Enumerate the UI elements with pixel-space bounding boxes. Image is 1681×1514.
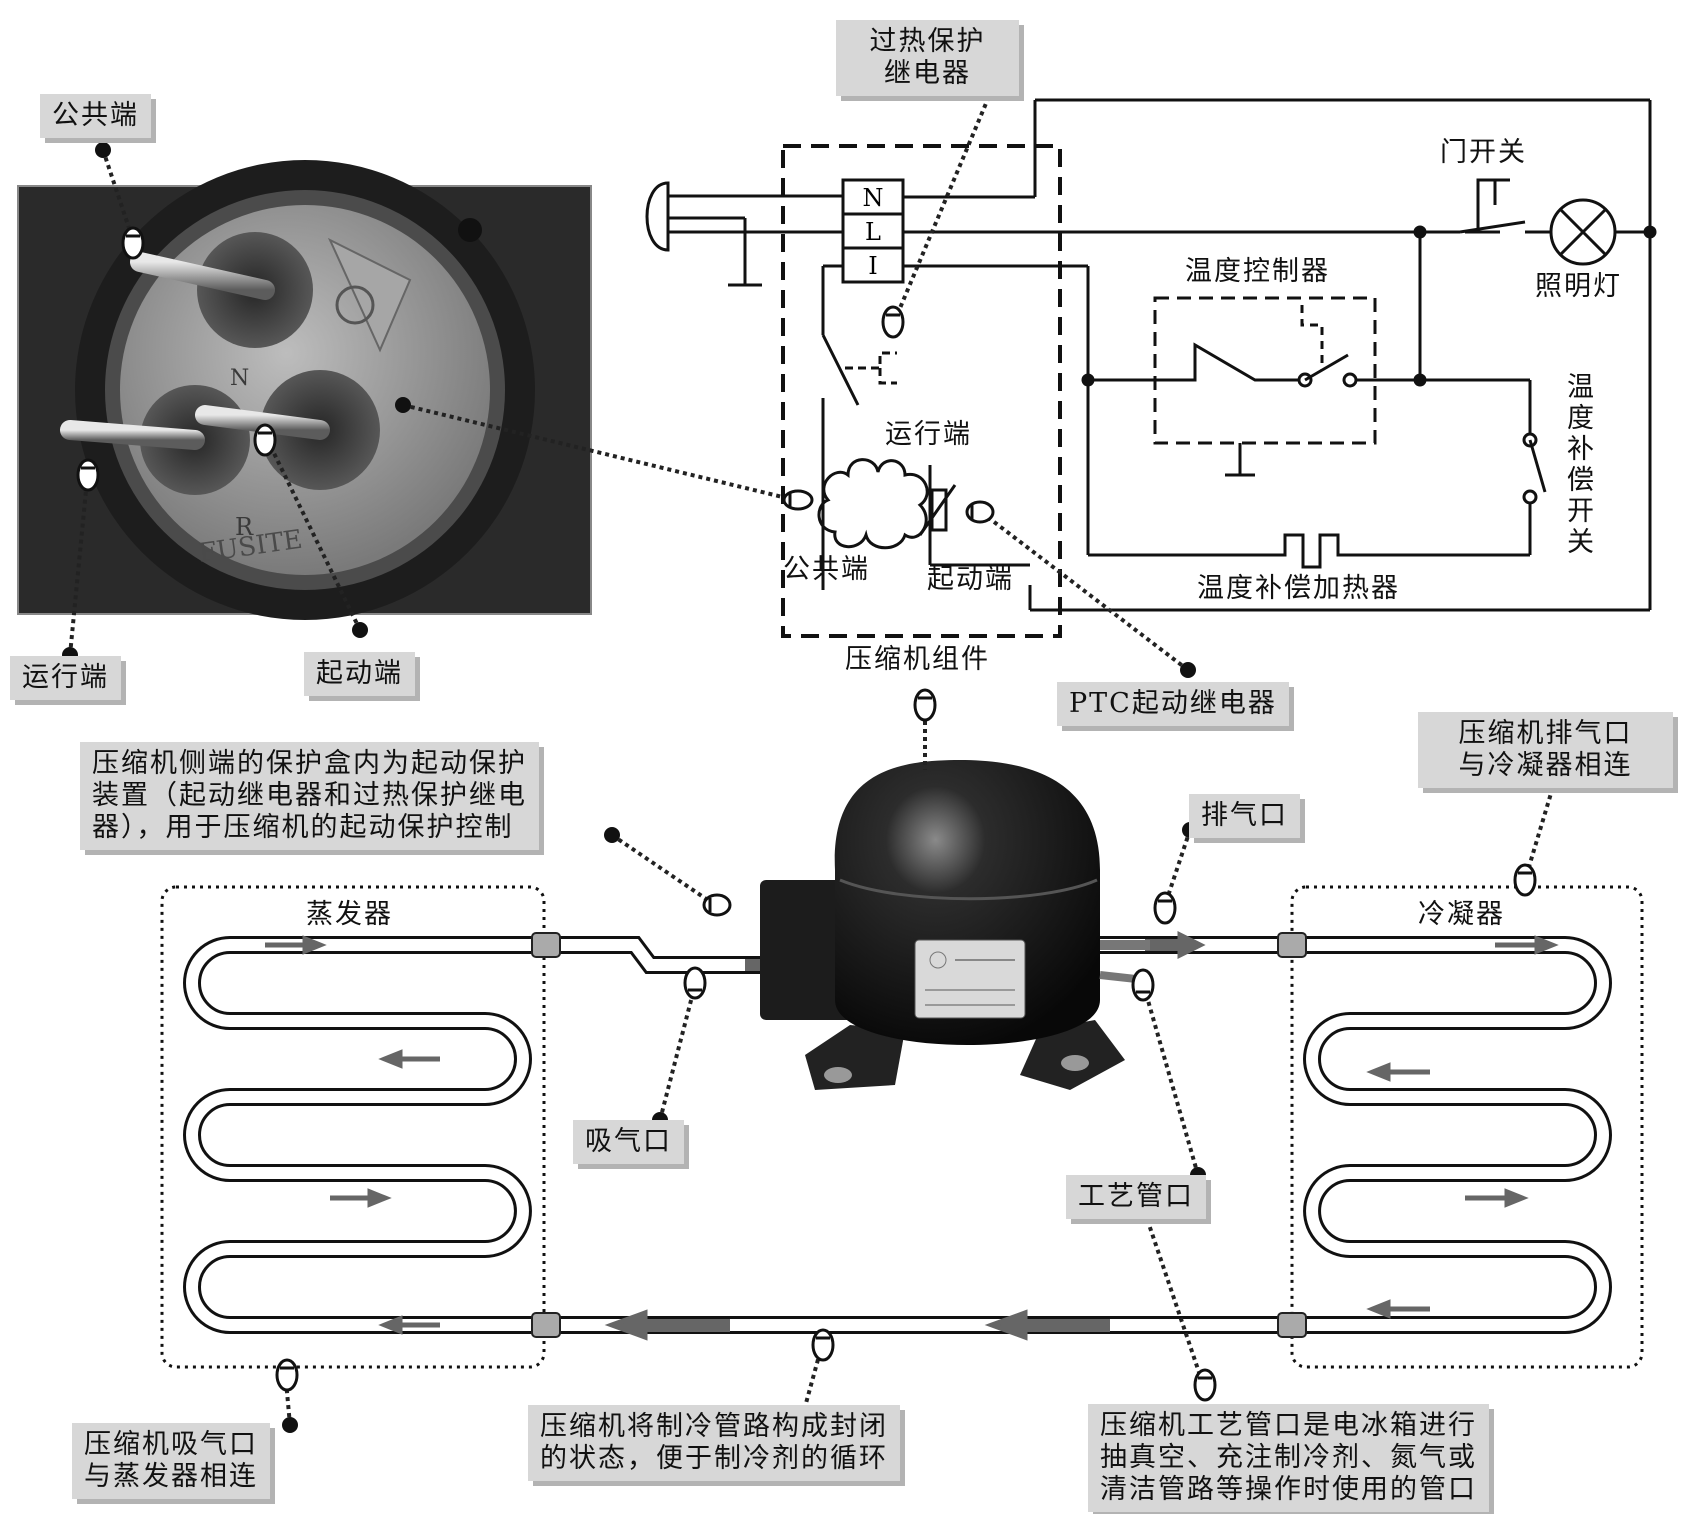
terminal-l-label: L	[865, 218, 881, 246]
heater-label: 温度补偿加热器	[1197, 573, 1400, 604]
hand-pointer-icon	[275, 1358, 299, 1392]
refrigeration-loop	[160, 885, 1644, 1369]
hand-pointer-icon	[1131, 968, 1155, 1002]
flow-arrows	[265, 930, 1559, 1341]
terminal-i-label: I	[868, 252, 877, 280]
condenser-coil	[1281, 936, 1612, 1334]
thermostat-label: 温度控制器	[1185, 256, 1330, 287]
power-plug-icon	[645, 181, 670, 252]
hand-pointer-icon	[811, 1328, 835, 1362]
hand-pointer-icon	[702, 893, 732, 917]
door-switch-label: 门开关	[1440, 137, 1527, 168]
ptc-relay-callout: PTC起动继电器	[1057, 682, 1289, 726]
door-switch-icon	[1476, 178, 1510, 228]
hand-pointer-icon	[1513, 863, 1537, 897]
overheat-relay-callout: 过热保护 继电器	[836, 20, 1019, 96]
hand-pointer-icon	[1193, 1368, 1217, 1402]
suction-note: 压缩机吸气口 与蒸发器相连	[72, 1423, 270, 1499]
protection-box-note: 压缩机侧端的保护盒内为起动保护 装置（起动继电器和过热保护继电 器），用于压缩机…	[80, 742, 539, 850]
evaporator-label: 蒸发器	[306, 899, 393, 930]
circuit-diagram	[645, 98, 1657, 638]
process-port-callout: 工艺管口	[1066, 1175, 1206, 1219]
condenser-box	[1290, 885, 1644, 1369]
compensation-switch-label: 温 度 补 偿 开 关	[1567, 372, 1596, 558]
evaporator-coil	[183, 936, 549, 1334]
hand-pointer-icon	[253, 423, 277, 457]
photo-marking-n: N	[230, 366, 249, 391]
hand-pointer-icon	[965, 500, 995, 524]
terminal-photo: N R FUSITE	[17, 160, 592, 620]
lamp-label: 照明灯	[1535, 271, 1622, 302]
hand-pointer-icon	[1153, 891, 1177, 925]
motor-windings-icon	[817, 458, 929, 550]
run-terminal-callout: 运行端	[10, 656, 121, 700]
photo-marking-r: R	[235, 513, 254, 541]
evaporator-box	[160, 885, 546, 1369]
closed-loop-note: 压缩机将制冷管路构成封闭 的状态，便于制冷剂的循环	[528, 1405, 900, 1481]
leader-lines	[68, 81, 1557, 1426]
hand-pointer-icon	[76, 458, 100, 492]
exhaust-note: 压缩机排气口 与冷凝器相连	[1418, 712, 1673, 788]
common-terminal-label: 公共端	[783, 554, 870, 585]
common-terminal-callout: 公共端	[40, 94, 151, 138]
condenser-label: 冷凝器	[1418, 899, 1505, 930]
suction-port-callout: 吸气口	[573, 1120, 684, 1164]
thermostat-box	[1153, 296, 1377, 445]
hand-pointer-icon	[121, 226, 145, 260]
compressor-photo	[760, 760, 1150, 1090]
compressor-assembly-box	[781, 144, 1062, 638]
hand-pointer-icon	[782, 489, 814, 511]
heater-icon	[1088, 533, 1530, 569]
hand-pointer-icon	[913, 688, 937, 722]
hand-pointer-icon	[683, 966, 707, 1000]
process-port-note: 压缩机工艺管口是电冰箱进行 抽真空、充注制冷剂、氮气或 清洁管路等操作时使用的管…	[1088, 1404, 1489, 1512]
hand-pointer-icon	[881, 305, 905, 339]
compressor-assembly-label: 压缩机组件	[845, 644, 990, 675]
start-terminal-label: 起动端	[927, 564, 1014, 595]
exhaust-port-callout: 排气口	[1189, 794, 1300, 838]
start-terminal-callout: 起动端	[304, 652, 415, 696]
run-terminal-label: 运行端	[885, 419, 972, 450]
pointer-hand-icons	[76, 226, 1537, 1402]
terminal-n-label: N	[863, 184, 884, 212]
